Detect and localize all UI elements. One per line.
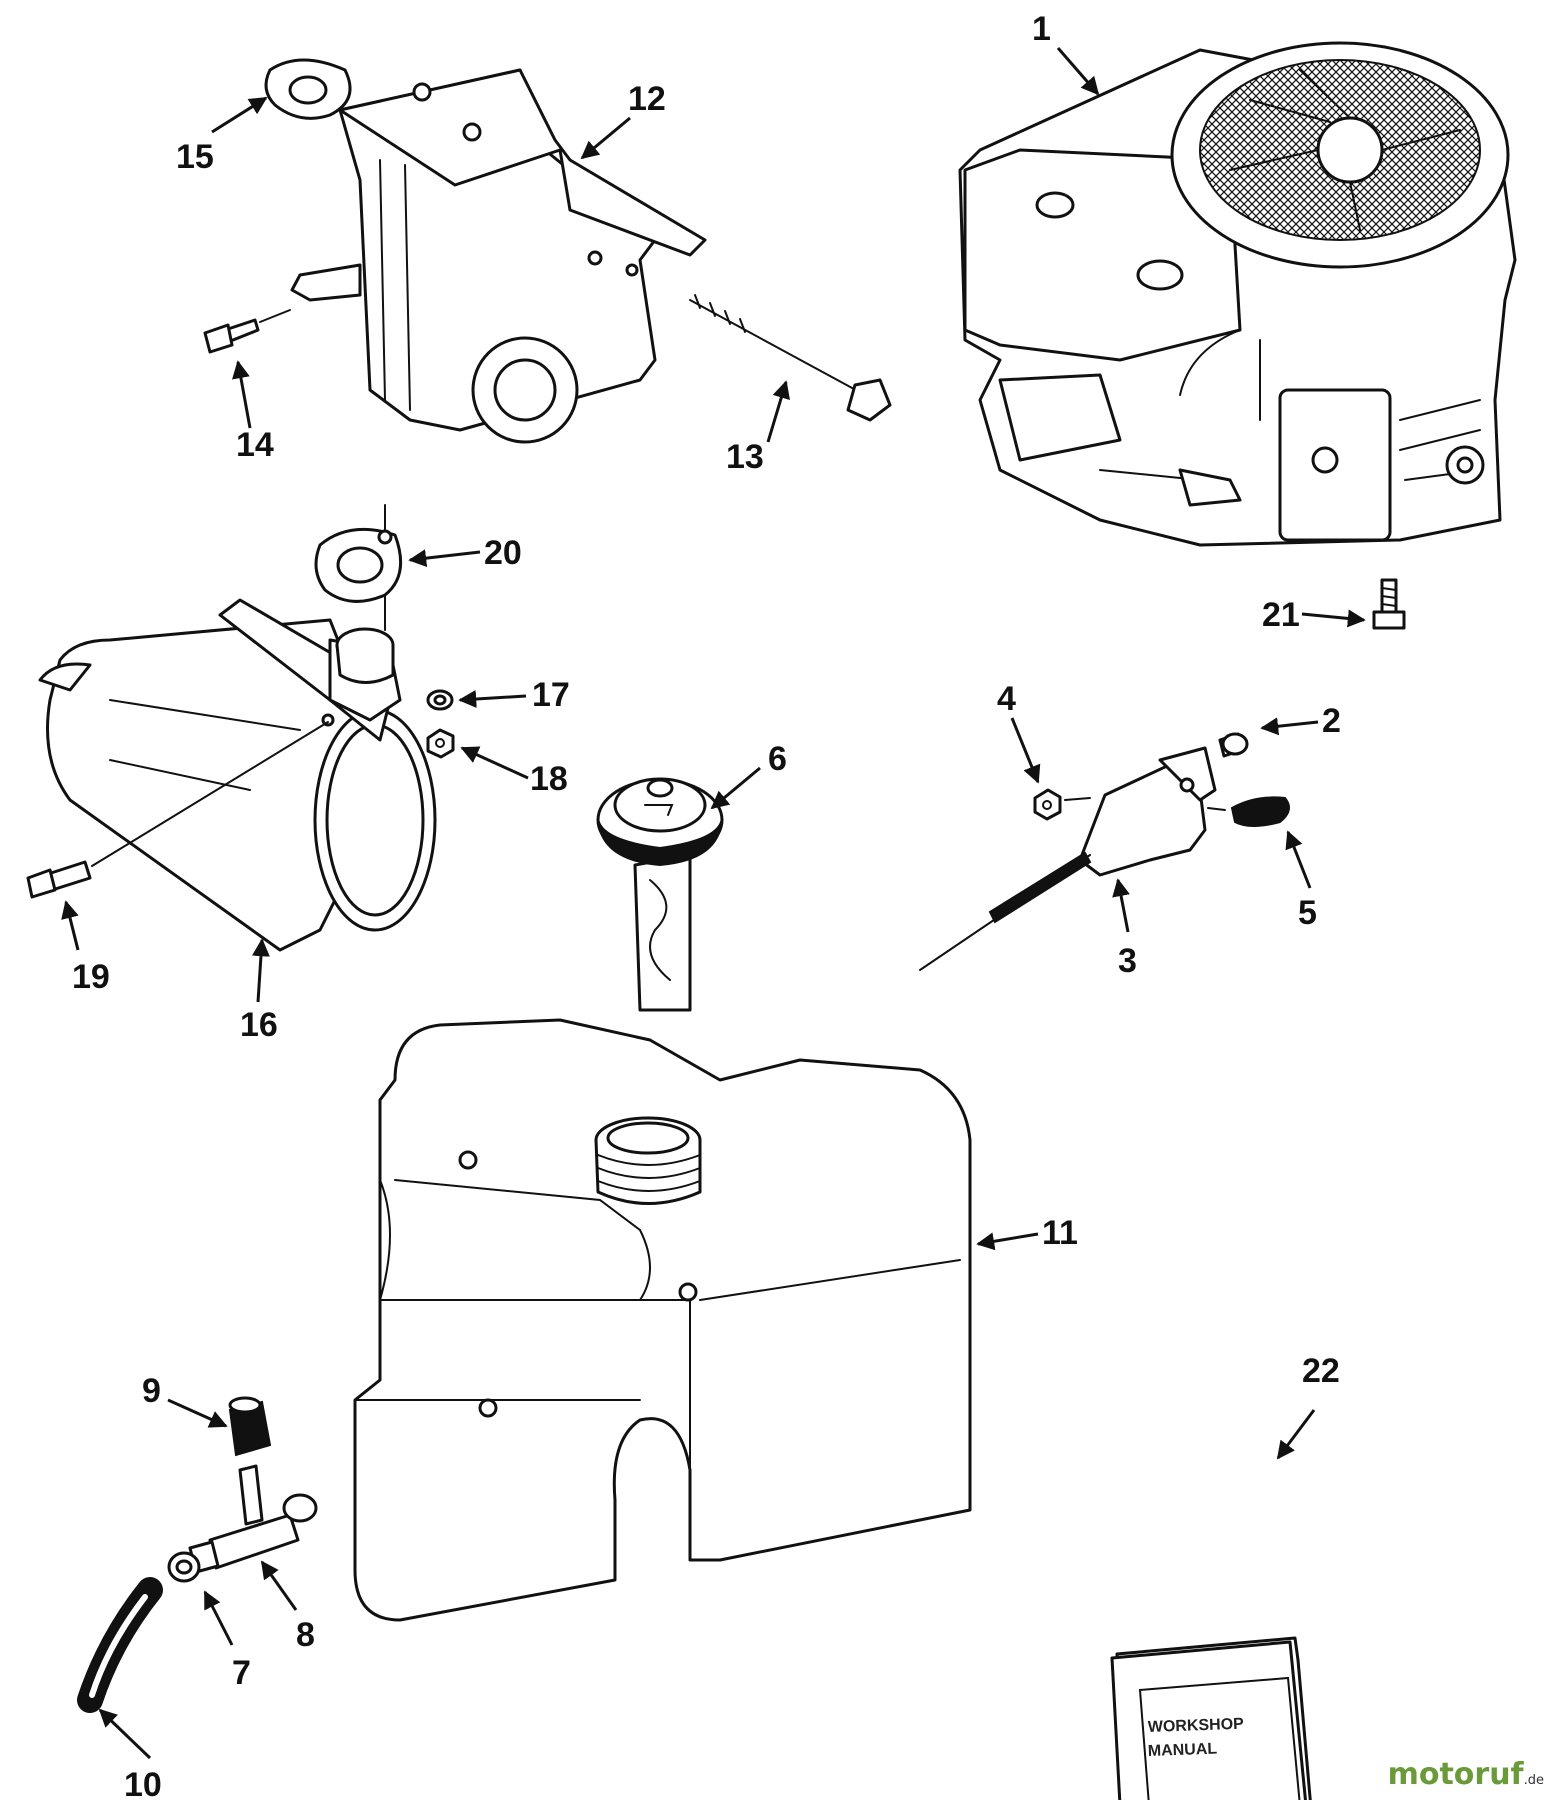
long-bolt-13-part (689, 294, 892, 422)
callout-2: 2 (1322, 702, 1341, 740)
watermark-logo: motoruf.de (1388, 1757, 1544, 1792)
tee-fitting-8-part (188, 1464, 318, 1574)
callout-18: 18 (530, 760, 568, 798)
callout-13: 13 (726, 438, 764, 476)
callout-labels: 1 2 3 4 5 6 7 8 9 10 11 12 13 14 15 16 1… (72, 10, 1341, 1800)
nut-18-part (426, 728, 455, 759)
callout-8: 8 (296, 1616, 315, 1654)
callout-22: 22 (1302, 1352, 1340, 1390)
callout-3: 3 (1118, 942, 1137, 980)
callout-1: 1 (1032, 10, 1051, 48)
callout-16: 16 (240, 1006, 278, 1044)
callout-9: 9 (142, 1372, 161, 1410)
throttle-bracket-part (919, 746, 1217, 971)
bolt-19-part (26, 721, 329, 899)
fitting-9-part (228, 1396, 272, 1457)
heat-shield-part (290, 68, 707, 444)
callout-14: 14 (236, 426, 274, 464)
callout-20: 20 (484, 534, 522, 572)
screw-2-part (1218, 732, 1249, 758)
fuel-hose-10-part (77, 1577, 163, 1713)
washer-17-part (426, 689, 454, 711)
workshop-manual-part: WORKSHOP MANUAL (1110, 1636, 1312, 1800)
leader-lines (61, 47, 1366, 1760)
callout-19: 19 (72, 958, 110, 996)
callout-10: 10 (124, 1766, 162, 1800)
nut-4-part (1033, 788, 1091, 821)
fuel-tank-part (353, 1018, 972, 1622)
watermark-suffix: .de (1523, 1773, 1544, 1788)
callout-5: 5 (1298, 894, 1317, 932)
engine-part (958, 41, 1517, 547)
fuel-cap-part (596, 777, 724, 1012)
gasket-20-part (314, 504, 403, 631)
callout-6: 6 (768, 740, 787, 778)
callout-12: 12 (628, 80, 666, 118)
knob-5-part (1207, 796, 1290, 827)
callout-4: 4 (997, 680, 1016, 718)
callout-17: 17 (532, 676, 570, 714)
callout-7: 7 (232, 1654, 251, 1692)
muffler-part (38, 598, 437, 952)
callout-15: 15 (176, 138, 214, 176)
bolt-21-part (1372, 578, 1406, 630)
manual-title-line2: MANUAL (1148, 1741, 1218, 1760)
clamp-7-part (167, 1551, 201, 1583)
watermark-brand: motoruf (1387, 1757, 1524, 1792)
callout-11: 11 (1042, 1214, 1078, 1252)
manual-title-line1: WORKSHOP (1148, 1716, 1245, 1736)
bolt-14-part (203, 309, 291, 354)
gasket-15-part (264, 58, 352, 120)
callout-21: 21 (1262, 596, 1300, 634)
